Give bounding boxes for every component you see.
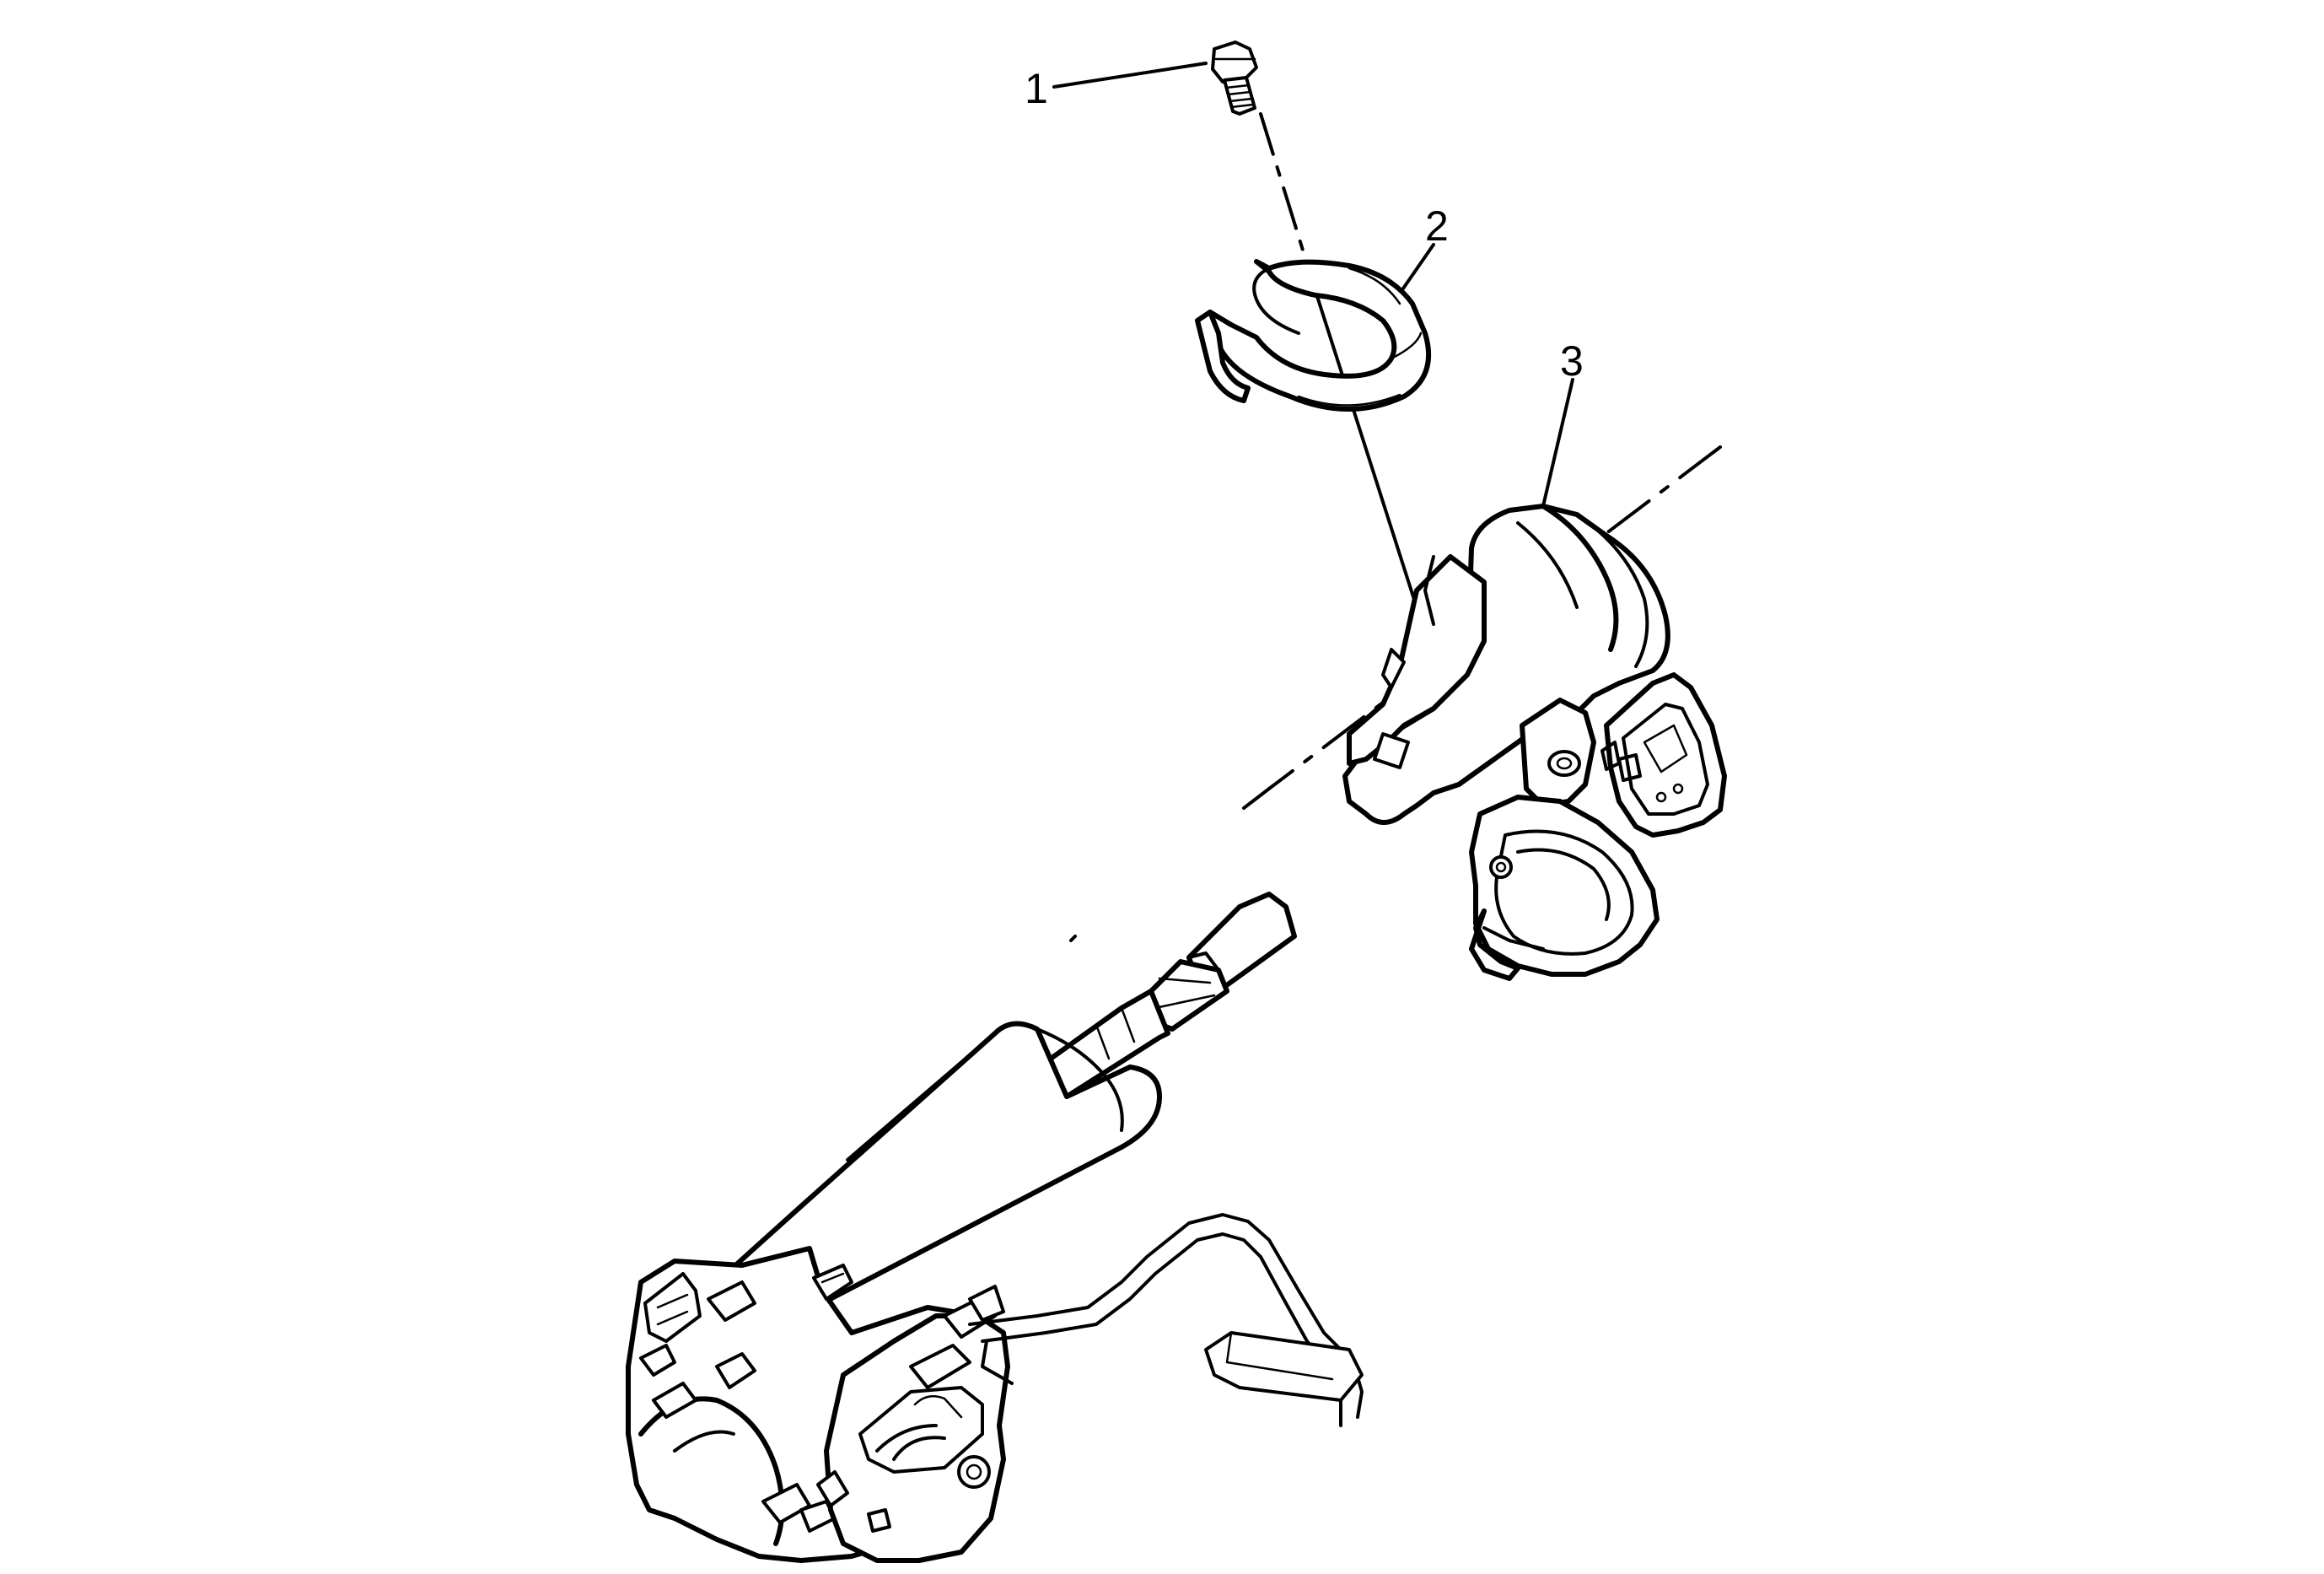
- callout-2: 2: [1425, 202, 1449, 250]
- callout-1: 1: [1025, 65, 1048, 112]
- callout-numbers: 1 2 3: [1025, 65, 1584, 385]
- lower-switch-assembly: [816, 1297, 1010, 1563]
- wire-harness-bracket: [968, 1213, 1364, 1427]
- callout-3: 3: [1560, 337, 1584, 385]
- shroud-clip-part-2: [1195, 259, 1432, 412]
- lock-housing-part-3: [1342, 504, 1727, 981]
- bolt-part-1: [1211, 40, 1258, 116]
